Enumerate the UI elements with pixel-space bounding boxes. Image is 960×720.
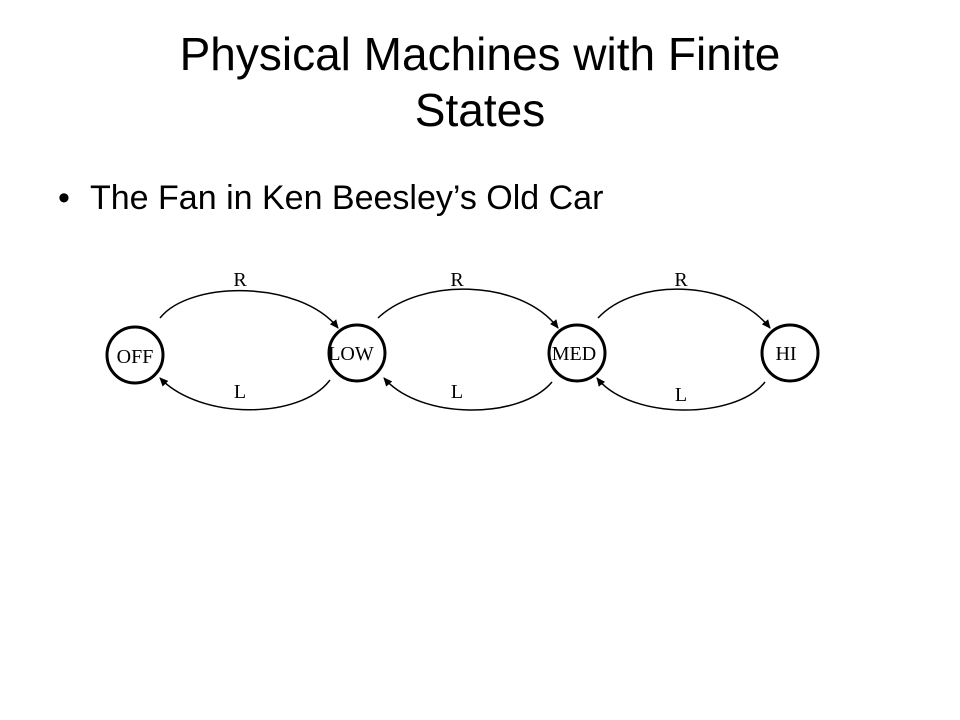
transition-hi-med-label: L: [675, 384, 687, 406]
state-med-label: MED: [552, 343, 596, 365]
transition-hi-med-arrow: [596, 377, 766, 411]
transition-med-hi-arrow: [597, 288, 771, 329]
transition-off-low-label: R: [233, 269, 247, 291]
slide-title-line-2: States: [414, 84, 546, 136]
state-hi-circle: [760, 323, 820, 383]
state-med-circle: [547, 323, 607, 383]
bullet-marker: •: [58, 179, 70, 217]
state-low-circle: [327, 323, 387, 383]
transition-med-hi-label: R: [674, 269, 688, 291]
transition-low-off-label: L: [234, 381, 246, 403]
state-off-label: OFF: [117, 346, 154, 368]
transition-low-med-arrow: [377, 288, 559, 329]
state-off-circle: [105, 325, 165, 385]
state-hi-label: HI: [775, 343, 796, 365]
transition-low-med-label: R: [450, 269, 464, 291]
slide-title: Physical Machines with Finite States: [0, 26, 960, 138]
transition-low-off-arrow: [159, 377, 331, 411]
bullet-item: • The Fan in Ken Beesley’s Old Car: [58, 176, 603, 220]
slide-title-line-1: Physical Machines with Finite: [179, 28, 781, 80]
transition-med-low-arrow: [383, 377, 553, 411]
state-low-label: LOW: [328, 343, 374, 365]
transition-off-low-arrow: [159, 289, 339, 329]
transition-med-low-label: L: [451, 381, 463, 403]
bullet-text: The Fan in Ken Beesley’s Old Car: [90, 179, 604, 217]
